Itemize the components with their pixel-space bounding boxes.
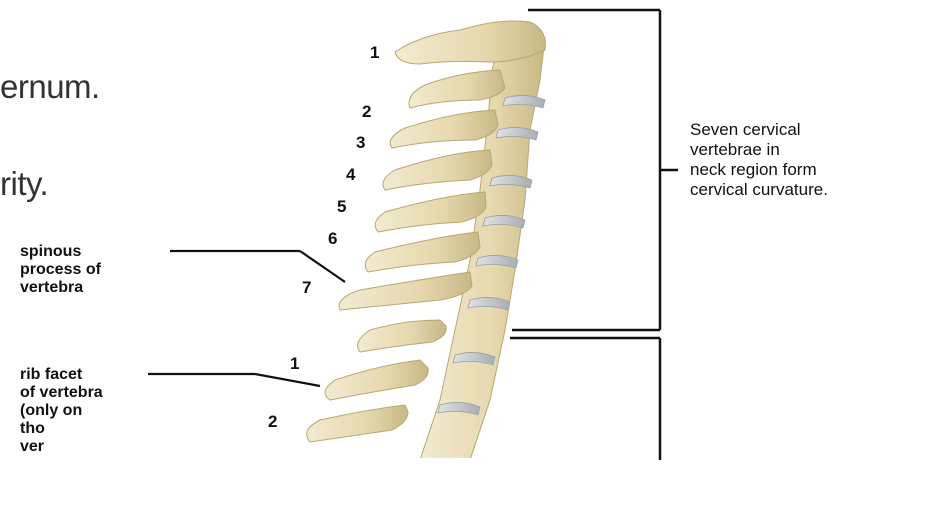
cervical-number-4: 4 [346,165,355,185]
atlas-vertebra [395,21,545,64]
thoracic-bracket [510,338,660,460]
cervical-number-2: 2 [362,102,371,122]
cervical-number-3: 3 [356,133,365,153]
thoracic-processes [307,320,447,442]
leader-lines [148,251,345,386]
thoracic-number-2: 2 [268,412,277,432]
cervical-number-1: 1 [370,43,379,63]
cervical-description: Seven cervical vertebrae in neck region … [690,120,828,200]
spinous-process-label: spinous process of vertebra [20,243,101,297]
thoracic-number-1: 1 [290,354,299,374]
cervical-number-6: 6 [328,229,337,249]
cervical-number-7: 7 [302,278,311,298]
cervical-number-5: 5 [337,197,346,217]
rib-facet-label: rib facet of vertebra (only on tho ver [20,366,103,456]
